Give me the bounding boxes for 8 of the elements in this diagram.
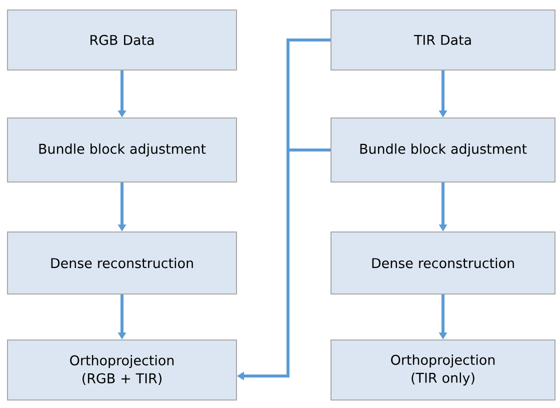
process-box: TIR Data — [330, 10, 556, 70]
process-box: Bundle block adjustment — [330, 118, 556, 182]
process-box: RGB Data — [7, 10, 237, 70]
process-box: Dense reconstruction — [7, 232, 237, 294]
process-box: Dense reconstruction — [330, 232, 556, 294]
process-box: Orthoprojection (RGB + TIR) — [7, 340, 237, 400]
process-box: Bundle block adjustment — [7, 118, 237, 182]
process-box: Orthoprojection (TIR only) — [330, 340, 556, 400]
